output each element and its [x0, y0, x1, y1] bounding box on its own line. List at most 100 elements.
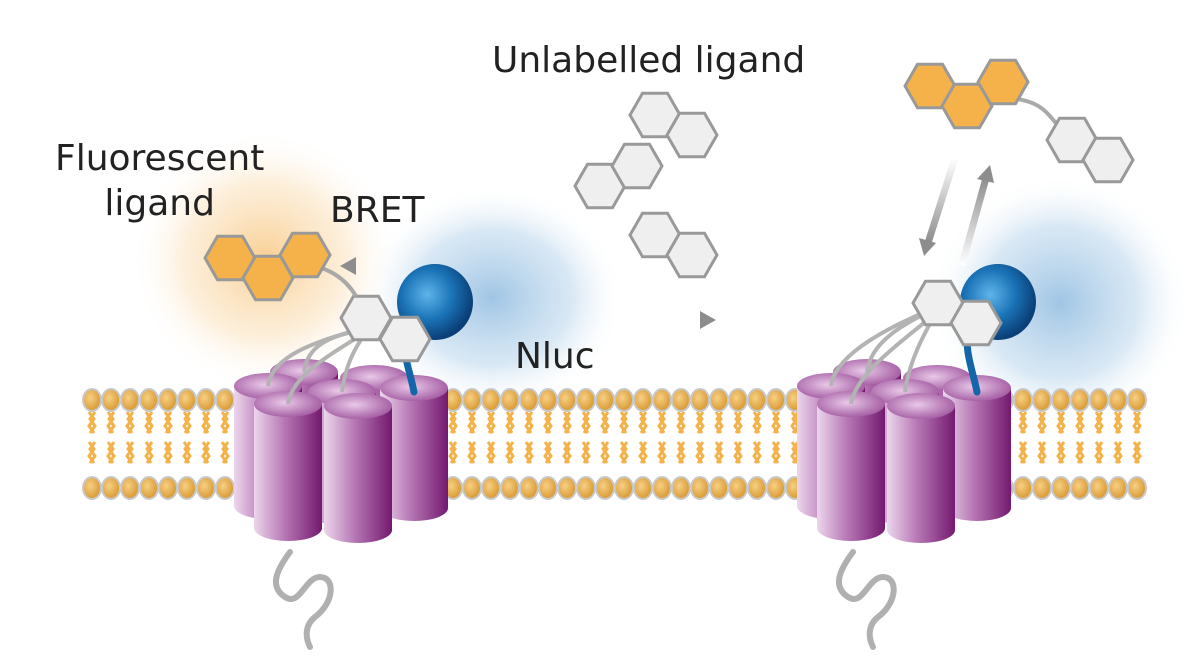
unlabelled-ligand-icon	[573, 142, 664, 210]
gpcr-receptor-right	[797, 264, 1036, 650]
lipid-tail	[563, 441, 572, 464]
lipid-head	[1013, 388, 1033, 412]
lipid-tail	[715, 441, 724, 464]
lipid-head	[614, 476, 634, 500]
lipid-head	[215, 388, 235, 412]
lipid-tail	[677, 411, 686, 434]
lipid-tail	[753, 411, 762, 434]
lipid-tail	[525, 411, 534, 434]
fluorescent-ligand-label: Fluorescent ligand	[55, 136, 264, 226]
lipid-head	[633, 388, 653, 412]
lipid-tail	[88, 441, 97, 464]
lipid-tail	[183, 411, 192, 434]
lipid-tail	[1114, 411, 1123, 434]
lipid-head	[120, 388, 140, 412]
lipid-head	[1051, 388, 1071, 412]
lipid-tail	[639, 441, 648, 464]
lipid-head	[481, 388, 501, 412]
hexagon-ring	[339, 294, 393, 342]
lipid-tail	[468, 441, 477, 464]
lipid-tail	[639, 411, 648, 434]
lipid-head	[709, 388, 729, 412]
fluorescent-ligand-label-line1: Fluorescent	[55, 138, 265, 179]
lipid-head	[766, 388, 786, 412]
fluorescent-ligand-icon	[203, 231, 358, 302]
lipid-head	[481, 476, 501, 500]
lipid-tail	[202, 411, 211, 434]
lipid-head	[728, 388, 748, 412]
lipid-head	[1051, 476, 1071, 500]
lipid-head	[1108, 476, 1128, 500]
bret-arrow-head	[340, 257, 356, 275]
hexagon-ring	[378, 315, 432, 363]
c-terminal-tail	[273, 549, 334, 650]
lipid-tail	[183, 441, 192, 464]
transmembrane-helix	[324, 406, 392, 543]
transmembrane-helix	[254, 404, 322, 541]
lipid-head	[196, 476, 216, 500]
lipid-head	[500, 476, 520, 500]
lipid-tail	[506, 411, 515, 434]
lipid-head	[519, 476, 539, 500]
lipid-tail	[1057, 411, 1066, 434]
transmembrane-helix	[380, 388, 448, 521]
lipid-head	[538, 388, 558, 412]
hexagon-ring	[665, 111, 719, 159]
lipid-head	[576, 476, 596, 500]
lipid-tail	[734, 411, 743, 434]
lipid-head	[1070, 476, 1090, 500]
lipid-head	[595, 388, 615, 412]
lipid-tail	[1038, 411, 1047, 434]
lipid-tail	[544, 411, 553, 434]
lipid-tail	[1133, 411, 1142, 434]
lipid-head	[158, 388, 178, 412]
unlabelled-ligand-icon	[628, 211, 719, 279]
lipid-tail	[221, 441, 230, 464]
hexagon-ring	[976, 58, 1030, 106]
lipid-head	[1070, 388, 1090, 412]
lipid-tail	[791, 441, 800, 464]
lipid-head	[1013, 476, 1033, 500]
lipid-head	[82, 388, 102, 412]
lipid-tail	[601, 411, 610, 434]
lipid-tail	[696, 411, 705, 434]
lipid-tail	[620, 441, 629, 464]
lipid-head	[1032, 388, 1052, 412]
lipid-tail	[221, 411, 230, 434]
transmembrane-helix	[887, 406, 955, 543]
unbinding-arrow-up	[958, 177, 990, 266]
lipid-tail	[1057, 441, 1066, 464]
lipid-tail	[506, 441, 515, 464]
lipid-head	[557, 388, 577, 412]
lipid-tail	[772, 441, 781, 464]
lipid-tail	[202, 441, 211, 464]
lipid-head	[177, 476, 197, 500]
lipid-tail	[487, 411, 496, 434]
lipid-head	[1127, 388, 1147, 412]
lipid-head	[1089, 388, 1109, 412]
lipid-head	[747, 476, 767, 500]
lipid-head	[766, 476, 786, 500]
lipid-head	[1032, 476, 1052, 500]
lipid-tail	[164, 441, 173, 464]
lipid-tail	[658, 441, 667, 464]
lipid-tail	[1019, 411, 1028, 434]
helix-top	[324, 393, 392, 419]
lipid-head	[462, 476, 482, 500]
lipid-tail	[487, 441, 496, 464]
lipid-head	[139, 476, 159, 500]
binding-arrow-down	[924, 156, 959, 245]
lipid-head	[139, 388, 159, 412]
lipid-head	[519, 388, 539, 412]
lipid-tail	[582, 441, 591, 464]
lipid-tail	[126, 411, 135, 434]
lipid-head	[557, 476, 577, 500]
lipid-head	[595, 476, 615, 500]
lipid-head	[538, 476, 558, 500]
lipid-head	[614, 388, 634, 412]
lipid-tail	[772, 411, 781, 434]
fluorescent-ligand-icon	[903, 58, 1135, 184]
arrow-group	[340, 156, 994, 329]
unlabelled-ligand-icon	[628, 91, 719, 159]
